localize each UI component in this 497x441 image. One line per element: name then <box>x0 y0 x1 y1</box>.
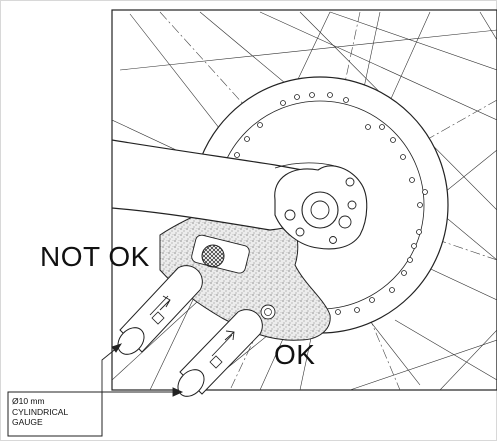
callout-line-name: GAUGE <box>12 417 43 428</box>
callout-line-diameter: Ø10 mm <box>12 396 45 406</box>
gauge-cylinder-ok <box>177 309 263 397</box>
disc-holes <box>225 92 428 315</box>
ok-label: OK <box>274 339 316 370</box>
not-ok-label: NOT OK <box>40 241 150 272</box>
gauge-callout-box <box>7 391 103 437</box>
gauge-callout-text: Ø10 mm CYLINDRICAL GAUGE <box>12 396 68 428</box>
callout-line-type: CYLINDRICAL <box>12 406 69 417</box>
mount-hole-hatched <box>201 244 225 268</box>
gauge-cylinder-not-ok <box>117 265 203 355</box>
callout-leaders <box>101 343 184 397</box>
